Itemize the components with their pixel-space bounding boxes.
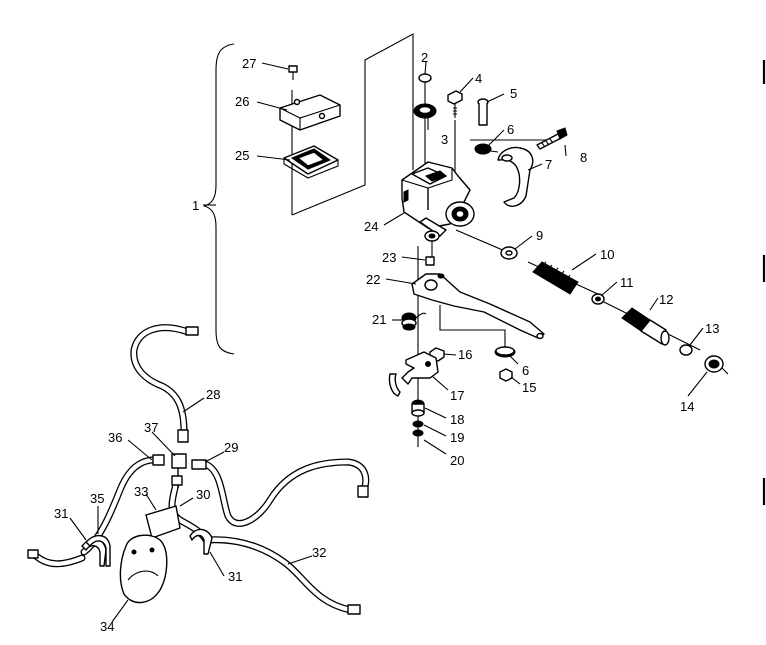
callout-35: 35	[90, 491, 104, 506]
part-27-screw	[288, 65, 298, 80]
part-13-clip	[679, 344, 693, 356]
part-4-bolt	[447, 90, 463, 118]
part-25-diaphragm	[283, 145, 339, 179]
part-9-washer	[500, 246, 518, 260]
callout-12: 12	[659, 292, 673, 307]
part-26-reservoir-cover	[279, 94, 341, 131]
part-10-boot	[532, 261, 579, 295]
explode-lines	[291, 33, 701, 430]
callout-21: 21	[372, 312, 386, 327]
callout-2: 2	[421, 50, 428, 65]
part-29-hose	[191, 458, 370, 527]
leader-lines	[69, 61, 708, 623]
callout-6: 6	[507, 122, 514, 137]
callout-26: 26	[235, 94, 249, 109]
callout-36: 36	[108, 430, 122, 445]
part-22-brake-lever	[411, 273, 545, 340]
part-7-clamp	[497, 146, 534, 207]
part-19-washer	[412, 420, 424, 428]
callout-17: 17	[450, 388, 464, 403]
callout-14: 14	[680, 399, 694, 414]
callout-13: 13	[705, 321, 719, 336]
callout-labels: 1 2 3 4 5 6 6 7 8 9 10 11 12 13 14 15 16…	[54, 50, 719, 634]
callout-34: 34	[100, 619, 114, 634]
part-34-plate	[119, 534, 168, 604]
callout-24: 24	[364, 219, 378, 234]
callout-1: 1	[192, 198, 199, 213]
part-18-spacer	[411, 399, 425, 417]
callout-25: 25	[235, 148, 249, 163]
part-23-bushing	[425, 256, 435, 266]
part-21-spring	[401, 312, 427, 331]
callout-10: 10	[600, 247, 614, 262]
callout-31-right: 31	[228, 569, 242, 584]
callout-11: 11	[620, 275, 634, 290]
callout-19: 19	[450, 430, 464, 445]
callout-22: 22	[366, 272, 380, 287]
part-15-nut	[499, 368, 513, 382]
callout-4: 4	[475, 71, 482, 86]
part-6-washer-lower	[494, 346, 516, 358]
part-8-bolt	[536, 127, 568, 150]
callout-23: 23	[382, 250, 396, 265]
callout-30: 30	[196, 487, 210, 502]
part-11-ring	[591, 293, 605, 305]
callout-15: 15	[522, 380, 536, 395]
part-24-master-cylinder	[401, 161, 475, 242]
callout-28: 28	[206, 387, 220, 402]
part-6-washer	[474, 143, 492, 155]
part-35-clip	[85, 535, 111, 567]
part-33-mount	[145, 505, 181, 539]
part-28-brake-hose	[130, 324, 199, 443]
callout-37: 37	[144, 420, 158, 435]
callout-9: 9	[536, 228, 543, 243]
part-2-washer	[418, 73, 432, 83]
callout-16: 16	[458, 347, 472, 362]
part-31-clip-right	[189, 528, 213, 555]
callout-7: 7	[545, 157, 552, 172]
part-17-bracket	[388, 351, 439, 397]
callout-27: 27	[242, 56, 256, 71]
callout-33: 33	[134, 484, 148, 499]
part-14-cap	[704, 355, 729, 375]
part-5-pivot-pin	[477, 98, 489, 126]
callout-5: 5	[510, 86, 517, 101]
left-brake-line	[27, 549, 86, 568]
assembly-brace	[203, 43, 235, 355]
callout-8: 8	[580, 150, 587, 165]
part-37-splitter	[171, 453, 187, 488]
callout-31-left: 31	[54, 506, 68, 521]
part-12-piston	[621, 307, 670, 346]
part-3-seal	[413, 103, 437, 119]
callout-3: 3	[441, 132, 448, 147]
callout-32: 32	[312, 545, 326, 560]
callout-20: 20	[450, 453, 464, 468]
callout-6-lower: 6	[522, 363, 529, 378]
part-32-hose	[202, 536, 361, 615]
callout-29: 29	[224, 440, 238, 455]
part-20-screw	[412, 429, 424, 447]
callout-18: 18	[450, 412, 464, 427]
